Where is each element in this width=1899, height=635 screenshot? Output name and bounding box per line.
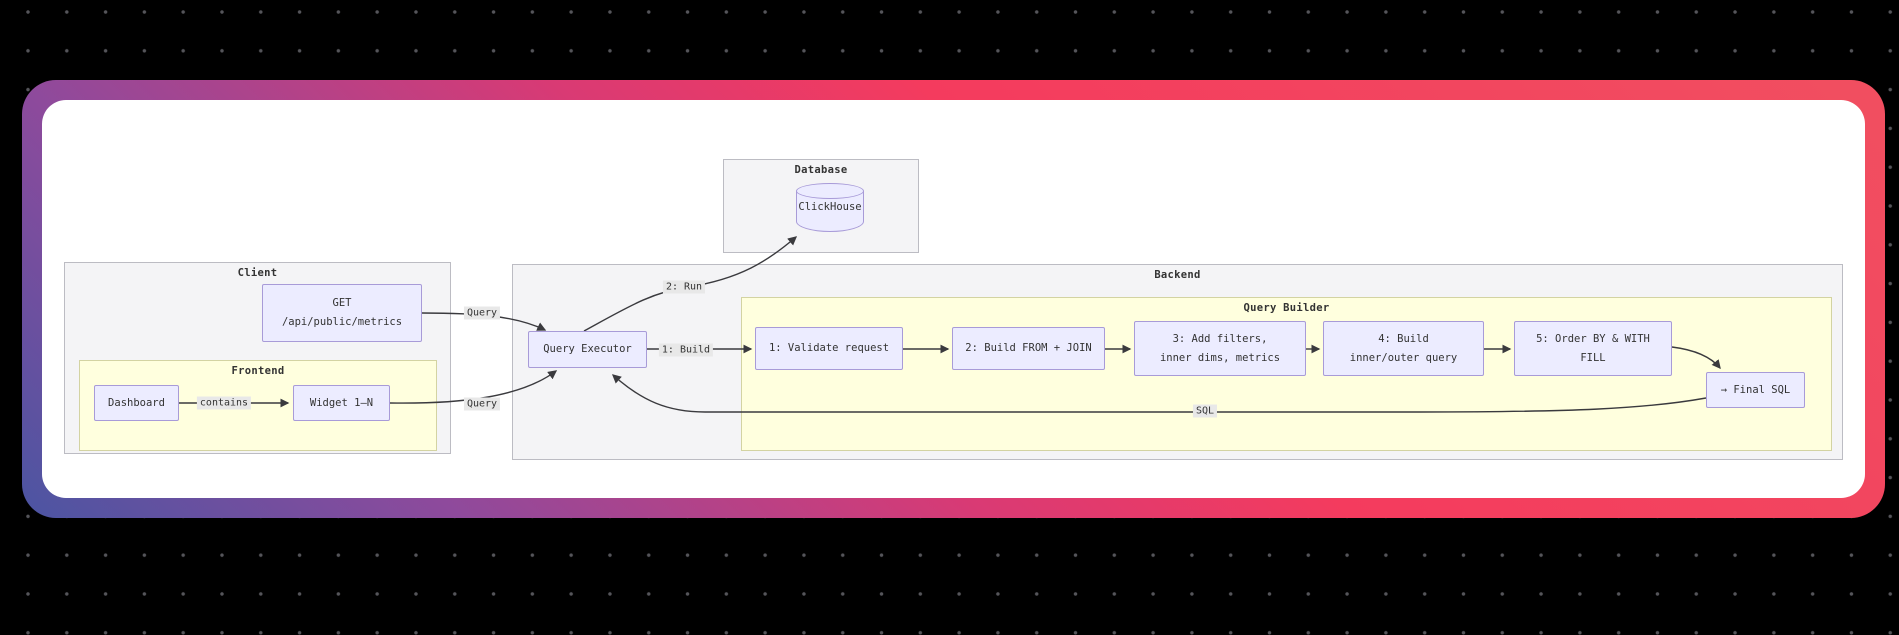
node-dashboard: Dashboard	[94, 385, 179, 421]
node-step3-add-filters: 3: Add filters, inner dims, metrics	[1134, 321, 1306, 376]
node-query-executor-label: Query Executor	[543, 343, 632, 355]
edge-label-query-widget: Query	[463, 397, 501, 411]
node-step5-line1: 5: Order BY & WITH	[1536, 332, 1650, 345]
node-clickhouse-label: ClickHouse	[798, 201, 862, 213]
node-step4-line1: 4: Build	[1378, 332, 1429, 345]
edge-final-sql-to-executor	[611, 374, 1707, 413]
node-step2-build-from-join: 2: Build FROM + JOIN	[952, 327, 1105, 370]
node-step1-validate: 1: Validate request	[755, 327, 903, 370]
node-step4-build-inner-outer: 4: Build inner/outer query	[1323, 321, 1484, 376]
cluster-database: Database	[723, 159, 919, 253]
node-step1-label: 1: Validate request	[768, 342, 890, 354]
edge-label-sql: SQL	[1192, 404, 1218, 418]
cluster-database-title: Database	[794, 164, 848, 176]
node-final-sql-label: → Final SQL	[1720, 383, 1791, 396]
edge-step5-to-final-sql	[1671, 346, 1721, 370]
node-step4-line2: inner/outer query	[1349, 351, 1458, 364]
node-get-api-line2: /api/public/metrics	[281, 316, 403, 328]
node-step3-line1: 3: Add filters,	[1172, 332, 1268, 345]
node-query-executor: Query Executor	[528, 331, 647, 368]
node-widget: Widget 1–N	[293, 385, 390, 421]
node-dashboard-label: Dashboard	[108, 396, 165, 409]
node-get-api-line1: GET	[332, 297, 352, 309]
node-step2-label: 2: Build FROM + JOIN	[965, 342, 1092, 354]
clickhouse-database-icon: ClickHouse	[796, 183, 864, 232]
cluster-client-title: Client	[237, 267, 278, 279]
node-step5-order-by-with-fill: 5: Order BY & WITH FILL	[1514, 321, 1672, 376]
node-final-sql: → Final SQL	[1706, 372, 1805, 408]
cluster-query-builder-title: Query Builder	[1243, 302, 1330, 314]
edge-label-run: 2: Run	[662, 280, 706, 294]
edge-label-build: 1: Build	[658, 343, 714, 357]
node-step3-line2: inner dims, metrics	[1159, 351, 1281, 364]
node-get-api: GET /api/public/metrics	[262, 284, 422, 342]
node-step5-line2: FILL	[1580, 351, 1606, 364]
cluster-backend-title: Backend	[1154, 269, 1201, 281]
cluster-frontend-title: Frontend	[231, 365, 285, 377]
cylinder-cap	[796, 183, 864, 199]
edge-label-contains: contains	[196, 396, 252, 410]
node-widget-label: Widget 1–N	[309, 396, 374, 409]
edge-label-query-get: Query	[463, 306, 501, 320]
